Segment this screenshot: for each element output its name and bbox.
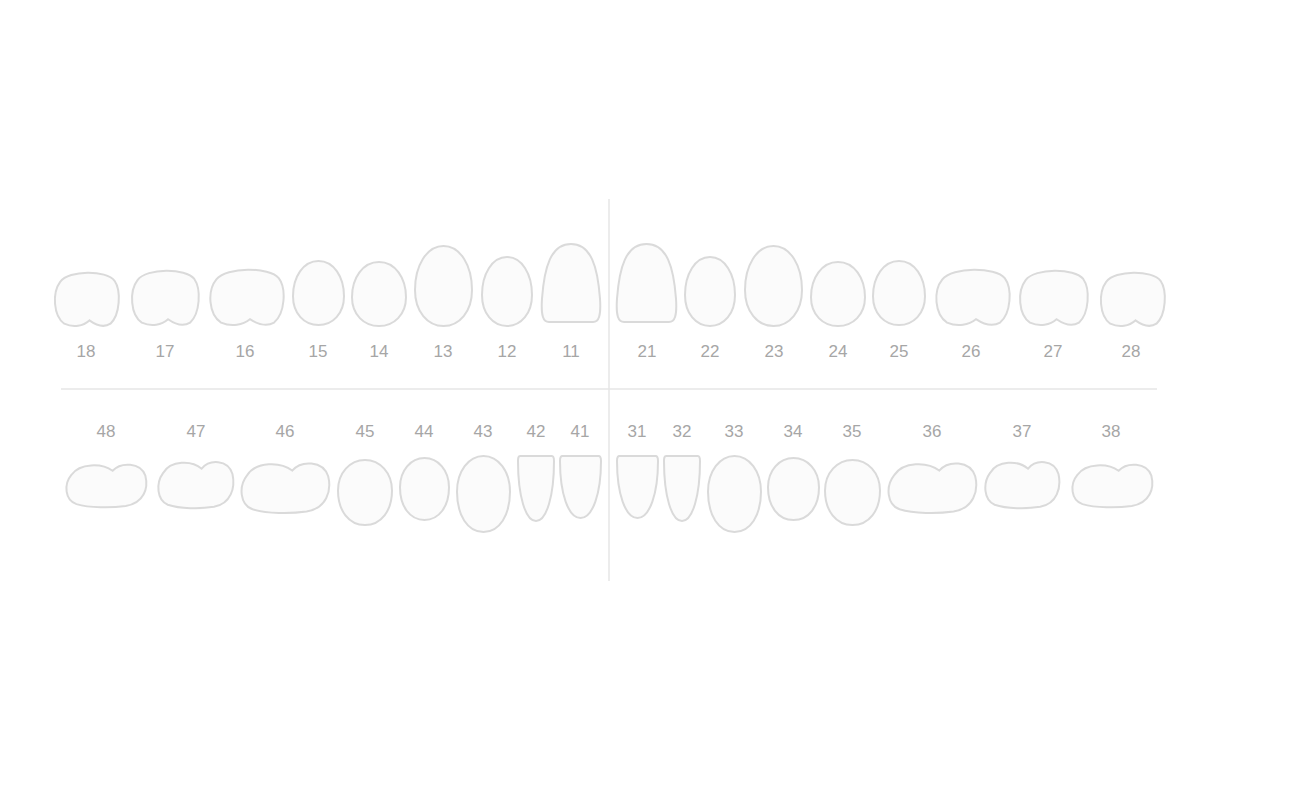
tooth-number: 41 <box>571 422 590 442</box>
tooth-number: 26 <box>962 342 981 362</box>
tooth-number: 37 <box>1013 422 1032 442</box>
tooth-number: 46 <box>276 422 295 442</box>
occlusal-line <box>61 388 1157 390</box>
tooth-number: 18 <box>77 342 96 362</box>
tooth-number: 15 <box>309 342 328 362</box>
upper-teeth <box>55 244 1165 326</box>
tooth-number: 42 <box>527 422 546 442</box>
tooth-number: 27 <box>1044 342 1063 362</box>
tooth-number: 31 <box>628 422 647 442</box>
tooth-number: 22 <box>701 342 720 362</box>
tooth-number: 16 <box>236 342 255 362</box>
tooth-number: 11 <box>562 342 580 362</box>
tooth-number: 14 <box>370 342 389 362</box>
tooth-number: 32 <box>673 422 692 442</box>
tooth-number: 25 <box>890 342 909 362</box>
tooth-number: 34 <box>784 422 803 442</box>
tooth-number: 45 <box>356 422 375 442</box>
tooth-number: 47 <box>187 422 206 442</box>
tooth-number: 17 <box>156 342 175 362</box>
tooth-number: 35 <box>843 422 862 442</box>
tooth-number: 48 <box>97 422 116 442</box>
tooth-number: 24 <box>829 342 848 362</box>
tooth-number: 44 <box>415 422 434 442</box>
midline <box>608 199 610 581</box>
tooth-number: 13 <box>434 342 453 362</box>
tooth-number: 21 <box>638 342 657 362</box>
tooth-number: 12 <box>498 342 517 362</box>
tooth-number: 38 <box>1102 422 1121 442</box>
tooth-number: 23 <box>765 342 784 362</box>
tooth-number: 43 <box>474 422 493 442</box>
tooth-number: 28 <box>1122 342 1141 362</box>
lower-teeth <box>66 456 1152 532</box>
tooth-number: 36 <box>923 422 942 442</box>
tooth-number: 33 <box>725 422 744 442</box>
